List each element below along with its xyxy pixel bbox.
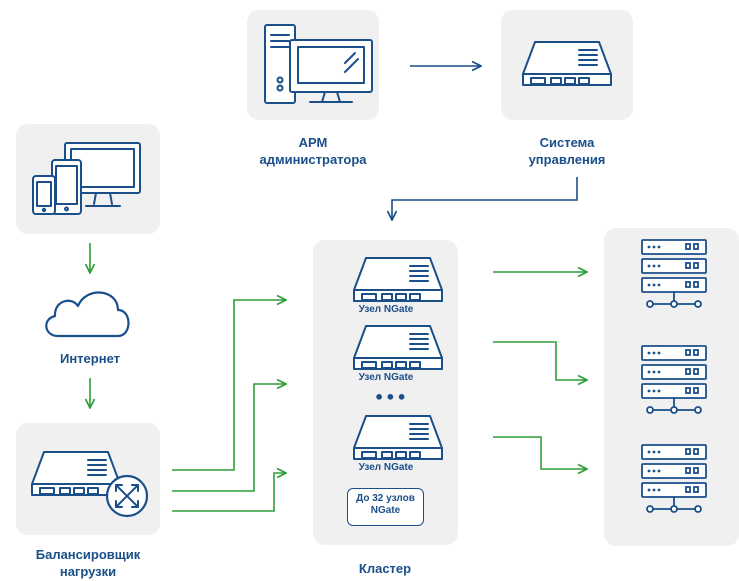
limit-line1: До 32 узлов: [356, 493, 415, 504]
ngate-node-icon: [353, 257, 443, 302]
arrow-balancer-to-cluster-2: [172, 384, 286, 492]
limit-line2: NGate: [370, 505, 401, 516]
server-rack-icon: [641, 239, 707, 308]
arrow-cluster-to-server-3: [493, 436, 587, 469]
management-system-icon: [522, 41, 612, 86]
cluster-label: Кластер: [358, 561, 412, 576]
load-balancer-icon: [31, 451, 149, 518]
ngate-node-icon: [353, 325, 443, 370]
arrow-mgmt-to-cluster: [392, 177, 578, 220]
cloud-icon: [45, 291, 130, 338]
balancer-label-line1: Балансировщик: [35, 547, 141, 562]
internet-label: Интернет: [59, 351, 120, 366]
ngate-node-icon: [353, 415, 443, 460]
ngate-node-label: Узел NGate: [358, 462, 414, 473]
ngate-node-label: Узел NGate: [358, 304, 414, 315]
management-system-label: Система управления: [500, 134, 634, 168]
mgmt-label-line1: Система: [539, 135, 595, 150]
server-rack-icon: [641, 444, 707, 513]
ngate-node-label: Узел NGate: [358, 372, 414, 383]
arrow-balancer-to-cluster-3: [172, 473, 286, 512]
load-balancer-label: Балансировщик нагрузки: [5, 546, 171, 580]
arrow-cluster-to-server-2: [493, 341, 587, 380]
admin-label-line1: АРМ: [298, 135, 328, 150]
admin-workstation-icon: [264, 24, 373, 104]
admin-label-line2: администратора: [259, 152, 367, 167]
balancer-label-line2: нагрузки: [59, 564, 117, 579]
node-limit-badge: До 32 узлов NGate: [347, 488, 424, 526]
admin-workstation-label: АРМ администратора: [230, 134, 396, 168]
server-rack-icon: [641, 345, 707, 414]
user-devices-icon: [32, 142, 141, 215]
more-nodes-ellipsis: •••: [374, 388, 408, 407]
arrow-balancer-to-cluster-1: [172, 300, 286, 471]
mgmt-label-line2: управления: [528, 152, 606, 167]
